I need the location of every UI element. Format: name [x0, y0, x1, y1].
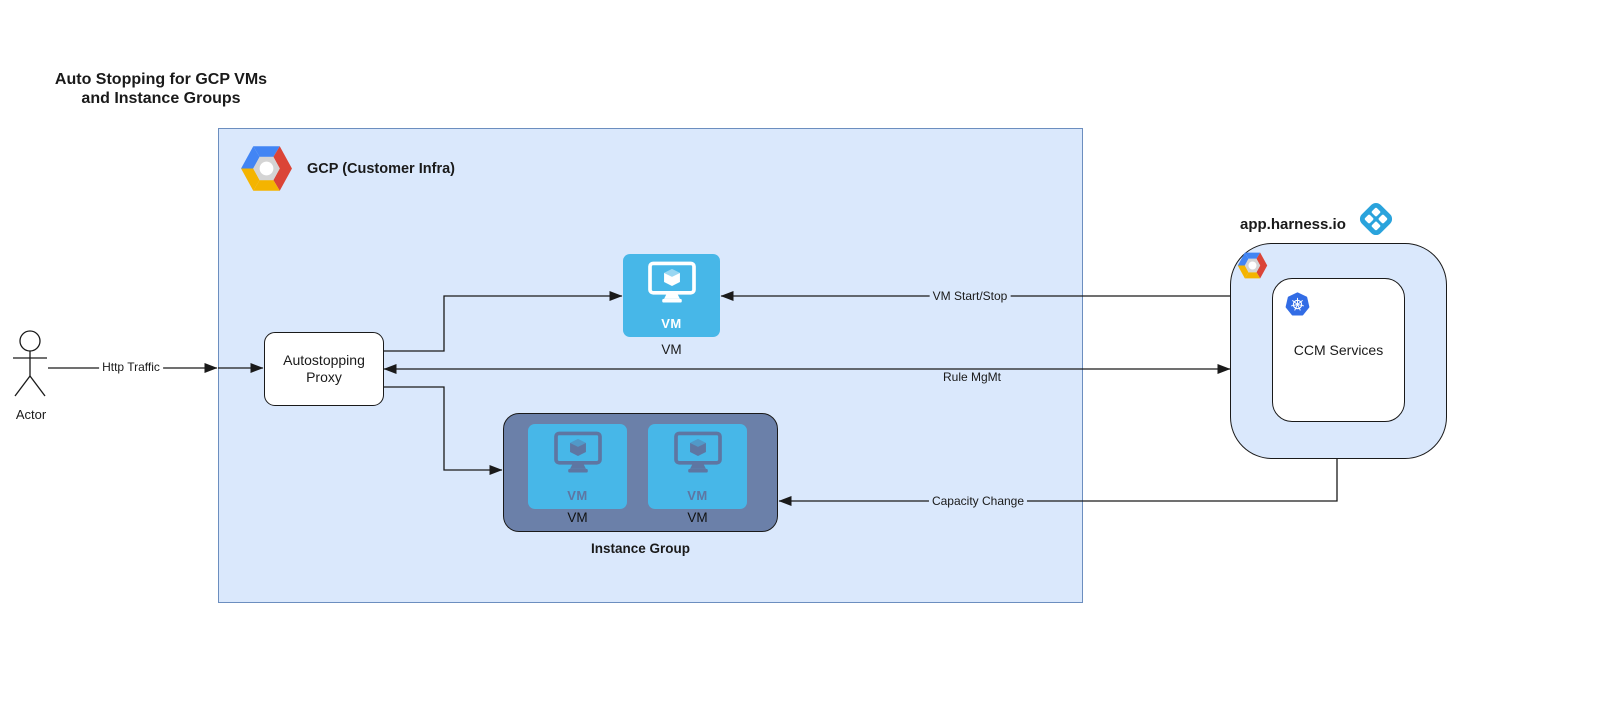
autostopping-proxy-box: Autostopping Proxy [264, 332, 384, 406]
instance-group-vm-2-icon: VM [648, 424, 747, 509]
gcp-container-label: GCP (Customer Infra) [307, 161, 455, 177]
vm-label: VM [661, 342, 682, 357]
gcp-logo-icon [1237, 252, 1268, 279]
instance-group-vm-1-icon: VM [528, 424, 627, 509]
actor-label: Actor [15, 407, 47, 422]
edge-label-http-traffic: Http Traffic [99, 360, 163, 374]
edge-capacity-change [778, 459, 1338, 506]
vm-monitor-icon [673, 431, 722, 473]
vm-icon-text: VM [567, 488, 588, 503]
diagram-title: Auto Stopping for GCP VMs and Instance G… [54, 71, 268, 107]
harness-logo-icon [1359, 202, 1393, 236]
instance-group-vm-2-label: VM [687, 510, 708, 525]
edge-proxy-to-instance-group [384, 386, 503, 475]
harness-label: app.harness.io [1240, 216, 1346, 233]
edge-label-rule-mgmt: Rule MgMt [942, 370, 1002, 384]
edge-proxy-to-vm [384, 291, 623, 352]
edge-label-vm-start-stop: VM Start/Stop [929, 289, 1011, 303]
edge-label-capacity-change: Capacity Change [928, 494, 1028, 508]
vm-icon-text: VM [687, 488, 708, 503]
kubernetes-icon [1285, 292, 1310, 316]
gcp-logo-icon [241, 146, 292, 191]
vm-icon: VM [623, 254, 720, 337]
vm-monitor-icon [553, 431, 602, 473]
ccm-services-label: CCM Services [1293, 342, 1384, 358]
actor-figure [13, 330, 47, 397]
instance-group-box: VM VM VM VM [503, 413, 778, 532]
vm-icon-text: VM [661, 316, 682, 331]
instance-group-label: Instance Group [590, 541, 690, 556]
instance-group-vm-1-label: VM [567, 510, 588, 525]
vm-monitor-icon [647, 261, 696, 303]
autostopping-proxy-label: Autostopping Proxy [283, 352, 365, 385]
ccm-services-box: CCM Services [1272, 278, 1405, 422]
